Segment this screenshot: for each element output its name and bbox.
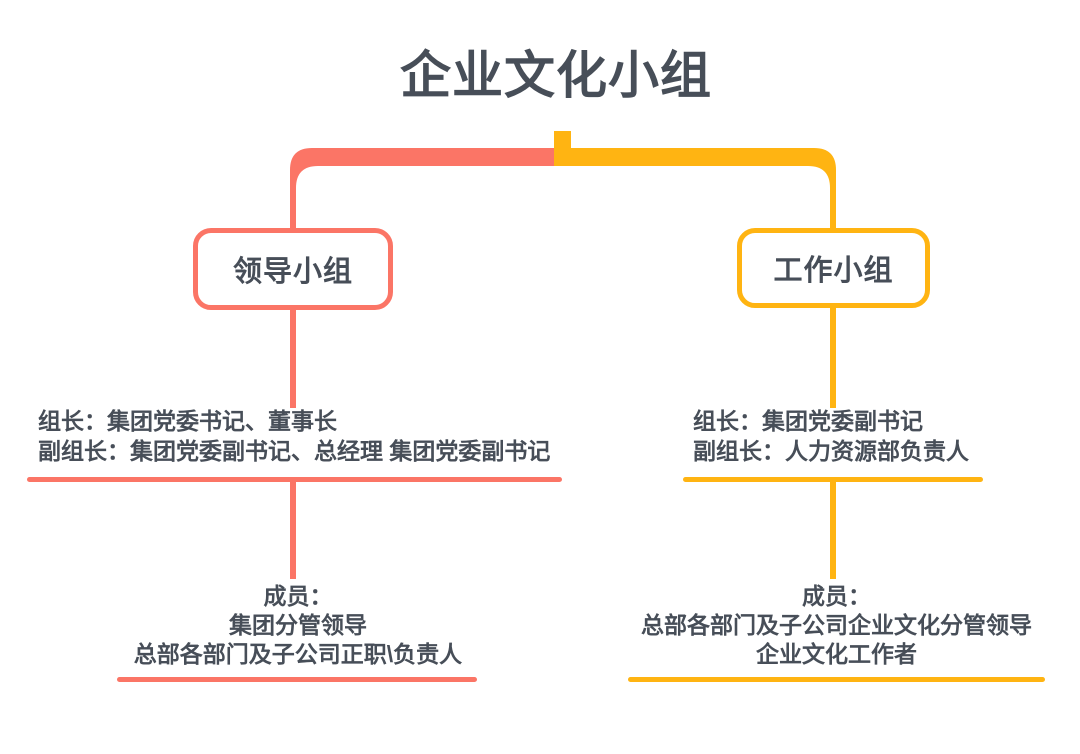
leadership-group-box: 领导小组 [193, 228, 393, 310]
working-leaders-line2: 副组长：人力资源部负责人 [693, 438, 969, 464]
right-leaders-to-members-line [830, 481, 836, 579]
leadership-members-line2: 集团分管领导 [229, 612, 367, 638]
leadership-members-line1: 成员： [263, 583, 333, 609]
left-box-to-leaders-line [290, 310, 296, 408]
chart-title: 企业文化小组 [399, 47, 713, 104]
working-members-line1: 成员： [802, 583, 871, 609]
left-members-underline [117, 677, 477, 682]
leadership-group-label: 领导小组 [232, 256, 353, 288]
right-branch-connector [562, 148, 836, 228]
leadership-leaders-line2: 副组长：集团党委副书记、总经理 集团党委副书记 [38, 438, 551, 464]
leadership-members-node: 成员： 集团分管领导 总部各部门及子公司正职\负责人 [118, 582, 478, 669]
left-leaders-to-members-line [290, 481, 296, 579]
root-nub [554, 131, 571, 166]
working-group-box: 工作小组 [737, 228, 930, 308]
working-group-label: 工作小组 [773, 255, 894, 287]
leadership-members-line3: 总部各部门及子公司正职\负责人 [133, 641, 463, 667]
leadership-leaders-line1: 组长：集团党委书记、董事长 [38, 408, 337, 434]
working-members-line2: 总部各部门及子公司企业文化分管领导 [641, 612, 1032, 638]
working-members-line3: 企业文化工作者 [756, 641, 917, 667]
right-leaders-underline [683, 477, 983, 482]
right-members-underline [628, 677, 1045, 682]
working-leaders-line1: 组长：集团党委副书记 [693, 408, 923, 434]
working-members-node: 成员： 总部各部门及子公司企业文化分管领导 企业文化工作者 [628, 582, 1045, 669]
left-branch-connector [290, 148, 562, 228]
right-box-to-leaders-line [830, 308, 836, 408]
working-leaders-node: 组长：集团党委副书记 副组长：人力资源部负责人 [693, 406, 969, 466]
leadership-leaders-node: 组长：集团党委书记、董事长 副组长：集团党委副书记、总经理 集团党委副书记 [38, 406, 550, 466]
left-leaders-underline [27, 477, 562, 482]
